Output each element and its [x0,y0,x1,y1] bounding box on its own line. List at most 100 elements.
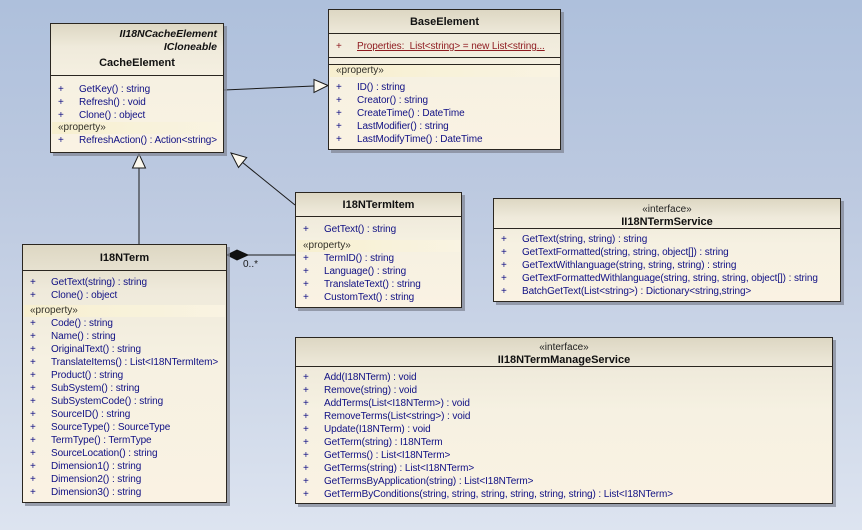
visibility-marker: + [303,266,309,277]
visibility-marker: + [30,422,36,433]
operation: +GetKey() : string [58,84,151,95]
visibility-marker: + [30,290,36,301]
class-header: II18NCacheElement ICloneable CacheElemen… [51,24,223,76]
property: +Language() : string [303,266,407,277]
multiplicity-label: 0..* [243,259,259,270]
visibility-marker: + [303,424,309,435]
interface-stereotype: «interface» [539,342,589,353]
property: +SourceType() : SourceType [30,422,171,433]
property: +Dimension3() : string [30,487,142,498]
class-name: CacheElement [99,57,175,69]
visibility-marker: + [30,331,36,342]
interface-stereotype: «interface» [642,204,692,215]
visibility-marker: + [336,121,342,132]
class-name: II18NTermService [621,216,713,228]
operation: +GetTermByConditions(string, string, str… [303,489,673,500]
property-stereotype-band: «property» [52,122,222,134]
visibility-marker: + [303,411,309,422]
property: +Name() : string [30,331,116,342]
members: «property» +ID() : string +Creator() : s… [329,65,560,149]
generalization-arrow [313,78,330,94]
visibility-marker: + [336,108,342,119]
visibility-marker: + [58,97,64,108]
property: +OriginalText() : string [30,344,141,355]
members: +GetText() : string «property» +TermID()… [296,217,461,307]
class-name: I18NTermItem [342,199,415,211]
class-header: «interface» II18NTermService [494,199,840,229]
members: +GetText(string, string) : string +GetTe… [494,229,840,301]
visibility-marker: + [30,487,36,498]
visibility-marker: + [58,135,64,146]
interface-i18ntermservice[interactable]: «interface» II18NTermService +GetText(st… [493,198,841,302]
property-stereotype-band: «property» [297,240,460,252]
visibility-marker: + [58,84,64,95]
operation: +GetText() : string [303,224,397,235]
empty-compartment [329,58,560,65]
visibility-marker: + [30,318,36,329]
visibility-marker: + [501,260,507,271]
realized-interface: ICloneable [163,41,217,53]
class-cacheelement[interactable]: II18NCacheElement ICloneable CacheElemen… [50,23,224,153]
operation: +RemoveTerms(List<string>) : void [303,411,471,422]
visibility-marker: + [303,372,309,383]
generalization-i18nterm-cacheelement[interactable] [131,152,147,244]
operation: +GetTerms() : List<I18NTerm> [303,450,451,461]
visibility-marker: + [30,461,36,472]
class-i18ntermitem[interactable]: I18NTermItem +GetText() : string «proper… [295,192,462,308]
realized-interface: II18NCacheElement [119,28,217,40]
property: +CreateTime() : DateTime [336,108,465,119]
operation: +GetText(string) : string [30,277,147,288]
class-header: I18NTerm [23,245,226,271]
operation: +Clone() : object [58,110,146,121]
interface-i18ntermmanageservice[interactable]: «interface» II18NTermManageService +Add(… [295,337,833,504]
operation: +GetTextFormatted(string, string, object… [501,247,729,258]
visibility-marker: + [336,82,342,93]
visibility-marker: + [501,286,507,297]
generalization-cacheelement-baseelement[interactable] [223,78,330,94]
operation: +GetTerms(string) : List<I18NTerm> [303,463,475,474]
visibility-marker: + [303,450,309,461]
static-attribute: +Properties: List<string> = new List<str… [336,41,545,52]
members: +GetText(string) : string +Clone() : obj… [23,271,226,502]
composition-i18nterm-i18ntermitem[interactable] [225,249,295,261]
property: +SourceLocation() : string [30,448,158,459]
visibility-marker: + [30,357,36,368]
operation: +GetTerm(string) : I18NTerm [303,437,443,448]
visibility-marker: + [30,396,36,407]
class-i18nterm[interactable]: I18NTerm +GetText(string) : string +Clon… [22,244,227,503]
operation: +Clone() : object [30,290,118,301]
visibility-marker: + [30,409,36,420]
operation: +GetTextWithlanguage(string, string, str… [501,260,737,271]
class-name: I18NTerm [99,252,150,264]
property: +TermID() : string [303,253,394,264]
visibility-marker: + [303,292,309,303]
class-header: I18NTermItem [296,193,461,217]
class-baseelement[interactable]: BaseElement +Properties: List<string> = … [328,9,561,150]
class-name: II18NTermManageService [497,354,631,366]
class-header: «interface» II18NTermManageService [296,338,832,367]
property: +LastModifyTime() : DateTime [336,134,483,145]
visibility-marker: + [303,224,309,235]
operation: +Update(I18NTerm) : void [303,424,431,435]
property: +Code() : string [30,318,113,329]
generalization-i18ntermitem-cacheelement[interactable] [230,152,296,206]
property: +CustomText() : string [303,292,415,303]
visibility-marker: + [30,435,36,446]
property: +TranslateText() : string [303,279,421,290]
generalization-arrow [230,152,248,169]
property: +ID() : string [336,82,406,93]
property: +Creator() : string [336,95,428,106]
property: +Dimension1() : string [30,461,142,472]
property: +TranslateItems() : List<I18NTermItem> [30,357,219,368]
operation: +GetTextFormattedWithlanguage(string, st… [501,273,818,284]
visibility-marker: + [303,385,309,396]
visibility-marker: + [303,437,309,448]
visibility-marker: + [30,383,36,394]
property: +Product() : string [30,370,124,381]
visibility-marker: + [58,110,64,121]
visibility-marker: + [303,253,309,264]
visibility-marker: + [303,463,309,474]
members: +Add(I18NTerm) : void +Remove(string) : … [296,367,832,503]
